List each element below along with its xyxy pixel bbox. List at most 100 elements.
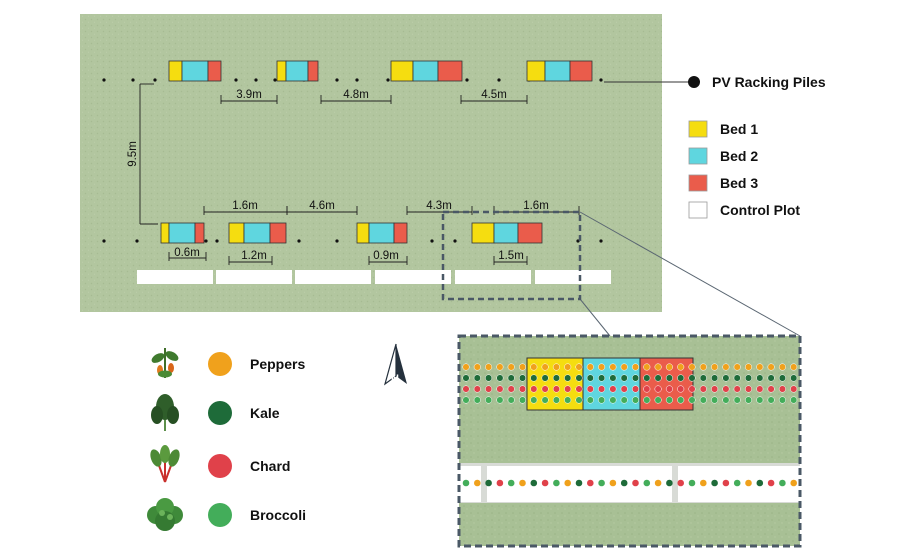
zoom-crop-dot: [462, 374, 470, 382]
bed-2-block: [368, 222, 395, 244]
zoom-crop-dot: [507, 363, 515, 371]
bed-legend-swatch: [688, 201, 708, 219]
zoom-control-dot: [485, 479, 492, 487]
pv-pile: [215, 239, 219, 243]
zoom-control-dot: [598, 479, 605, 487]
bed-3-block: [269, 222, 287, 244]
zoom-selection-box: [441, 210, 582, 301]
pv-pile: [135, 239, 139, 243]
zoom-crop-dot: [620, 396, 628, 404]
bed-2-block: [285, 60, 309, 82]
zoom-crop-dot: [631, 396, 640, 404]
bed-legend-label: Bed 2: [720, 148, 758, 164]
zoom-crop-dot: [744, 374, 753, 382]
zoom-crop-dot: [733, 374, 741, 382]
zoom-crop-dot: [677, 374, 685, 382]
zoom-crop-dot: [530, 363, 538, 371]
zoom-crop-dot: [598, 374, 606, 382]
bed-3-block: [307, 60, 319, 82]
zoom-crop-dot: [485, 396, 493, 404]
dimension-label: 4.3m: [426, 200, 452, 212]
zoom-crop-dot: [733, 385, 741, 393]
zoom-crop-dot: [722, 396, 730, 404]
zoom-crop-dot: [688, 374, 696, 382]
zoom-control-dot: [767, 479, 775, 487]
zoom-crop-dot: [620, 363, 628, 371]
control-plot-strip: [375, 270, 451, 284]
zoom-crop-dot: [485, 385, 493, 393]
crop-color-marker: [208, 352, 232, 376]
zoom-crop-dot: [677, 396, 685, 404]
bed-legend-swatch: [688, 120, 708, 138]
zoom-crop-dot: [530, 396, 538, 404]
zoom-control-dot: [632, 479, 639, 487]
zoom-crop-dot: [631, 374, 640, 382]
zoom-crop-dot: [598, 385, 606, 393]
zoom-crop-dot: [654, 385, 662, 393]
bed-legend-swatch: [688, 147, 708, 165]
zoom-crop-dot: [665, 363, 673, 371]
zoom-crop-dot: [711, 396, 719, 404]
bed-3-block: [517, 222, 543, 244]
zoom-crop-dot: [518, 363, 527, 371]
zoom-crop-dot: [643, 396, 651, 404]
zoom-control-dot: [745, 479, 752, 487]
zoom-crop-dot: [711, 363, 719, 371]
control-plots: [137, 270, 611, 284]
zoom-crop-dot: [744, 385, 753, 393]
zoom-crop-dot: [564, 374, 572, 382]
zoom-crop-dot: [654, 363, 662, 371]
zoom-control-dot: [620, 479, 628, 487]
zoom-crop-dot: [733, 396, 741, 404]
bed-3-block: [569, 60, 593, 82]
zoom-control-dot: [519, 479, 526, 487]
bed-3-block: [194, 222, 205, 244]
zoom-crop-dot: [564, 385, 572, 393]
zoom-crop-dot: [631, 385, 640, 393]
zoom-crop-dot: [507, 374, 515, 382]
zoom-crop-dot: [733, 363, 741, 371]
pv-pile: [153, 78, 157, 82]
zoom-control-dot: [609, 479, 617, 487]
zoom-crop-dot: [473, 374, 481, 382]
bed-2-block: [493, 222, 519, 244]
zoom-crop-dot: [473, 396, 481, 404]
pv-pile: [297, 239, 301, 243]
bed-2-block: [181, 60, 209, 82]
bed-2-block: [243, 222, 271, 244]
zoom-crop-dot: [462, 363, 470, 371]
crop-color-marker: [208, 401, 232, 425]
zoom-crop-dot: [575, 385, 583, 393]
zoom-crop-dot: [688, 363, 696, 371]
dimension-label: 4.5m: [481, 89, 507, 101]
pv-pile: [102, 239, 106, 243]
pv-pile: [102, 78, 106, 82]
zoom-crop-dot: [541, 363, 549, 371]
crop-color-marker: [208, 503, 232, 527]
bed-legend-label: Bed 1: [720, 121, 758, 137]
zoom-crop-dot: [778, 374, 786, 382]
zoom-crop-dot: [530, 374, 538, 382]
chard-plant-icon: [150, 445, 180, 483]
control-plot-strip: [216, 270, 292, 284]
zoom-crop-dot: [699, 396, 707, 404]
zoom-crop-dot: [654, 396, 662, 404]
zoom-crop-dot: [722, 363, 730, 371]
zoom-crop-dot: [541, 385, 549, 393]
zoom-crop-dot: [462, 385, 470, 393]
zoom-control-dot: [575, 479, 583, 487]
zoom-crop-dot: [552, 396, 560, 404]
crop-label: Kale: [250, 405, 280, 421]
bed-1-block: [390, 60, 414, 82]
zoom-crop-dot: [552, 385, 560, 393]
zoom-crop-dot: [586, 396, 594, 404]
zoom-control-dot: [553, 479, 560, 487]
north-compass-icon: N: [383, 343, 407, 386]
dimension-label: 0.6m: [174, 247, 200, 259]
zoom-control-dot: [654, 479, 662, 487]
zoom-crop-dot: [643, 363, 651, 371]
zoom-crop-dot: [620, 385, 628, 393]
zoom-crop-dot: [699, 374, 707, 382]
zoom-control-dot: [507, 479, 515, 487]
